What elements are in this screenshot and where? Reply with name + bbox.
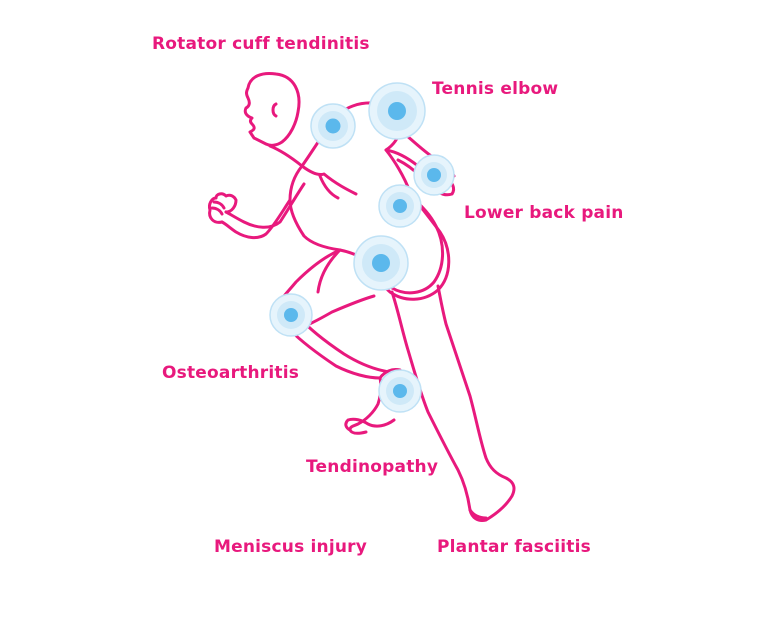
- wrist-marker: [413, 154, 455, 196]
- knee-marker: [269, 293, 313, 337]
- label-rotator-cuff: Rotator cuff tendinitis: [152, 34, 370, 54]
- calf-marker: [378, 369, 422, 413]
- label-plantar: Plantar fasciitis: [437, 537, 591, 557]
- back-leg: [390, 284, 516, 522]
- back-foot: [468, 508, 488, 520]
- lower-back-marker: [378, 184, 422, 228]
- hip-marker: [353, 235, 409, 291]
- front-foot: [344, 417, 396, 432]
- back-fist: [208, 192, 238, 224]
- label-lower-back: Lower back pain: [464, 203, 624, 223]
- back-arm: [224, 182, 306, 229]
- markers-layer: [269, 82, 455, 413]
- elbow-marker: [368, 82, 426, 140]
- label-tendinopathy: Tendinopathy: [306, 457, 439, 477]
- shoulder-marker: [310, 103, 356, 149]
- label-meniscus: Meniscus injury: [214, 537, 368, 557]
- label-tennis-elbow: Tennis elbow: [432, 79, 559, 99]
- head-outline: [243, 72, 301, 147]
- front-shin: [288, 328, 383, 435]
- label-osteoarthritis: Osteoarthritis: [162, 363, 300, 383]
